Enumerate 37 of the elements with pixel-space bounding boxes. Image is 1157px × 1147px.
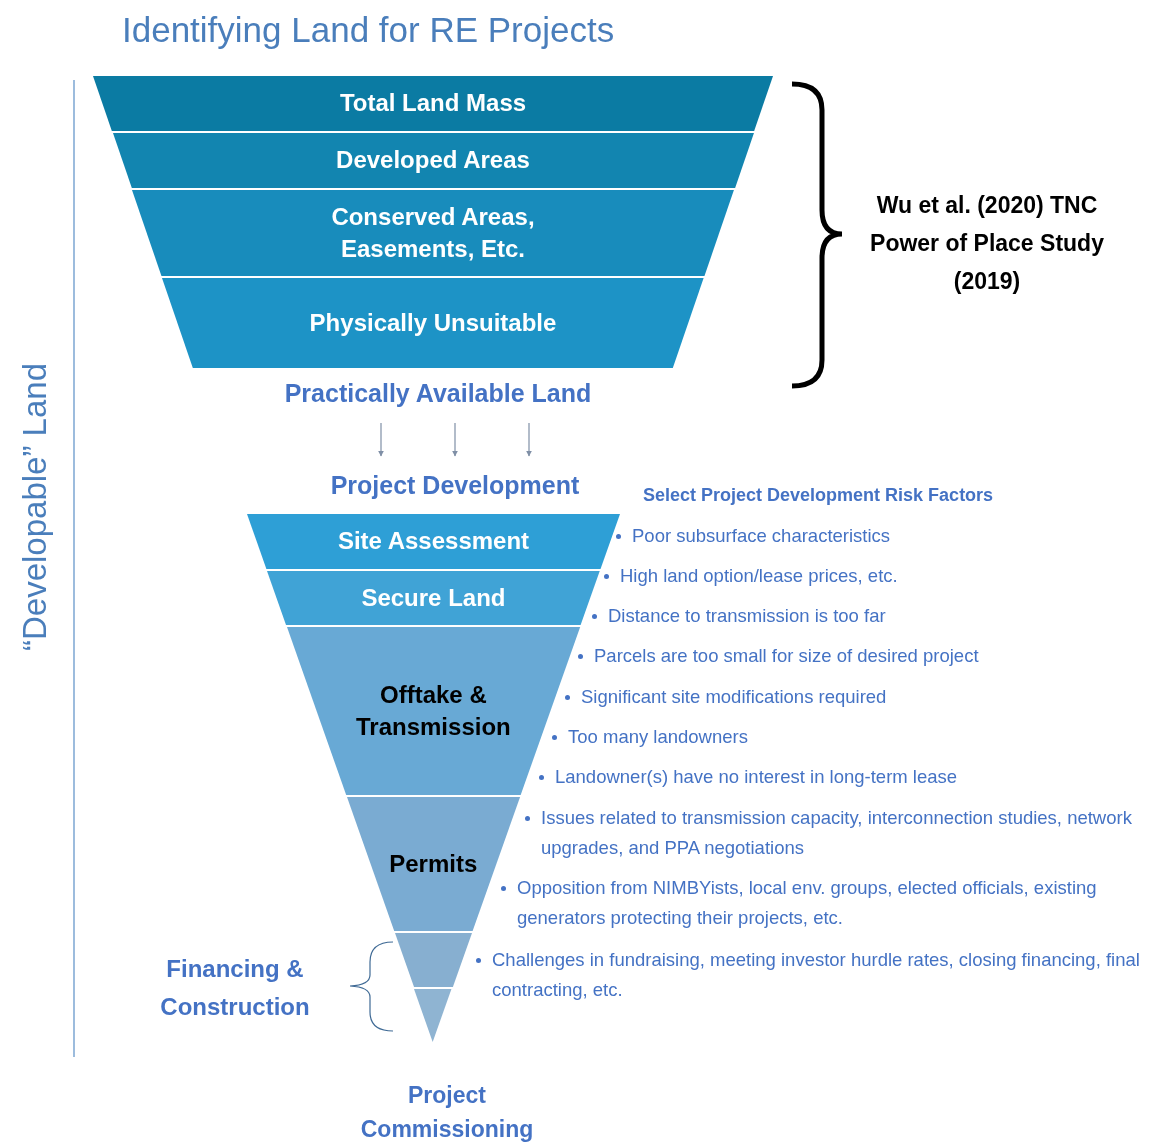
funnel-band <box>132 190 734 276</box>
stage-heading: Project Development <box>270 466 640 506</box>
axis-label: “Developable” Land <box>16 362 54 652</box>
citation-note: Wu et al. (2020) TNC Power of Place Study (2019) <box>869 191 1105 296</box>
band-label: Site Assessment <box>337 526 530 557</box>
risk-factor: Parcels are too small for size of desired project <box>594 644 980 668</box>
risk-factor: Challenges in fundraising, meeting investor hurdle rates, closing financing, final contracting, etc. <box>492 948 1141 1002</box>
arrow <box>378 422 384 457</box>
band-label: Secure Land <box>361 582 506 613</box>
risk-factor: Issues related to transmission capacity, interconnection studies, network upgrades, and PPA negotiations <box>541 806 1133 860</box>
band-label: Conserved Areas, Easements, Etc. <box>330 201 536 264</box>
risk-factor: Too many landowners <box>568 725 749 749</box>
band-label: Total Land Mass <box>339 88 527 119</box>
funnel-band <box>394 933 472 987</box>
funnel-band <box>162 278 704 368</box>
risk-factor: Opposition from NIMBYists, local env. groups, elected officials, existing generators protecting their projects, etc. <box>517 876 1098 930</box>
band-label: Developed Areas <box>336 145 530 176</box>
risk-factor: Poor subsurface characteristics <box>632 524 892 548</box>
funnel-band <box>247 514 620 569</box>
arrow <box>452 422 458 457</box>
band-label: Permits <box>389 848 478 879</box>
funnel-band <box>267 571 600 625</box>
list-heading: Select Project Development Risk Factors <box>643 485 994 506</box>
band-label: Physically Unsuitable <box>309 307 557 338</box>
funnel-band <box>93 76 773 131</box>
title: Identifying Land for RE Projects <box>122 10 615 50</box>
arrow <box>526 422 532 457</box>
risk-factor: Significant site modifications required <box>581 685 888 709</box>
funnel-band <box>112 133 754 188</box>
stage-heading: Practically Available Land <box>228 375 648 413</box>
risk-factor: Landowner(s) have no interest in long-term lease <box>555 765 959 789</box>
stage-label: Financing & Construction <box>159 954 311 1022</box>
band-label: Offtake & Transmission <box>355 679 512 742</box>
risk-factor: Distance to transmission is too far <box>608 604 887 628</box>
risk-factor: High land option/lease prices, etc. <box>620 564 899 588</box>
stage-label: Project Commissioning <box>359 1081 535 1144</box>
funnel-tip <box>414 989 452 1042</box>
